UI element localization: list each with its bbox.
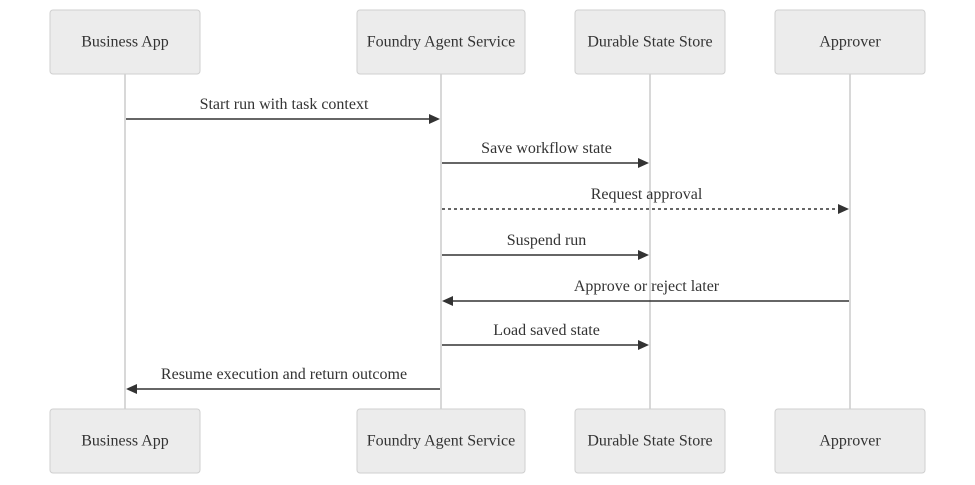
message-1: Start run with task context <box>126 96 440 124</box>
lifelines <box>124 74 851 409</box>
arrowhead-icon <box>638 250 649 260</box>
arrowhead-icon <box>638 340 649 350</box>
arrowhead-icon <box>429 114 440 124</box>
participant-label: Durable State Store <box>587 34 712 51</box>
participants-bottom: Business App Foundry Agent Service Durable… <box>49 408 926 474</box>
participant-label: Approver <box>819 433 881 450</box>
participant-top-foundry-agent-service: Foundry Agent Service <box>356 9 526 75</box>
participant-box <box>774 408 926 474</box>
participant-top-approver: Approver <box>774 9 926 75</box>
participant-label: Approver <box>819 34 881 51</box>
participant-bottom-durable-state-store: Durable State Store <box>574 408 726 474</box>
participant-top-durable-state-store: Durable State Store <box>574 9 726 75</box>
participant-label: Business App <box>81 433 169 450</box>
participant-box <box>574 408 726 474</box>
participant-box <box>574 9 726 75</box>
participant-label: Foundry Agent Service <box>367 433 515 450</box>
participant-box <box>356 9 526 75</box>
participant-bottom-business-app: Business App <box>49 408 201 474</box>
message-label: Request approval <box>591 186 703 203</box>
participant-box <box>49 408 201 474</box>
message-label: Suspend run <box>507 232 587 249</box>
message-7: Resume execution and return outcome <box>126 366 440 394</box>
participant-label: Business App <box>81 34 169 51</box>
participant-bottom-foundry-agent-service: Foundry Agent Service <box>356 408 526 474</box>
message-label: Save workflow state <box>481 140 612 157</box>
message-label: Load saved state <box>493 322 600 339</box>
arrowhead-icon <box>838 204 849 214</box>
message-3: Request approval <box>442 186 849 214</box>
participant-top-business-app: Business App <box>49 9 201 75</box>
participants-top: Business App Foundry Agent Service Durable… <box>49 9 926 75</box>
arrowhead-icon <box>442 296 453 306</box>
message-label: Approve or reject later <box>574 278 720 295</box>
arrowhead-icon <box>126 384 137 394</box>
participant-label: Durable State Store <box>587 433 712 450</box>
participant-box <box>774 9 926 75</box>
message-label: Resume execution and return outcome <box>161 366 407 383</box>
message-6: Load saved state <box>442 322 649 350</box>
participant-box <box>49 9 201 75</box>
message-label: Start run with task context <box>200 96 369 113</box>
participant-bottom-approver: Approver <box>774 408 926 474</box>
arrowhead-icon <box>638 158 649 168</box>
message-2: Save workflow state <box>442 140 649 168</box>
participant-label: Foundry Agent Service <box>367 34 515 51</box>
message-5: Approve or reject later <box>442 278 849 306</box>
participant-box <box>356 408 526 474</box>
message-4: Suspend run <box>442 232 649 260</box>
